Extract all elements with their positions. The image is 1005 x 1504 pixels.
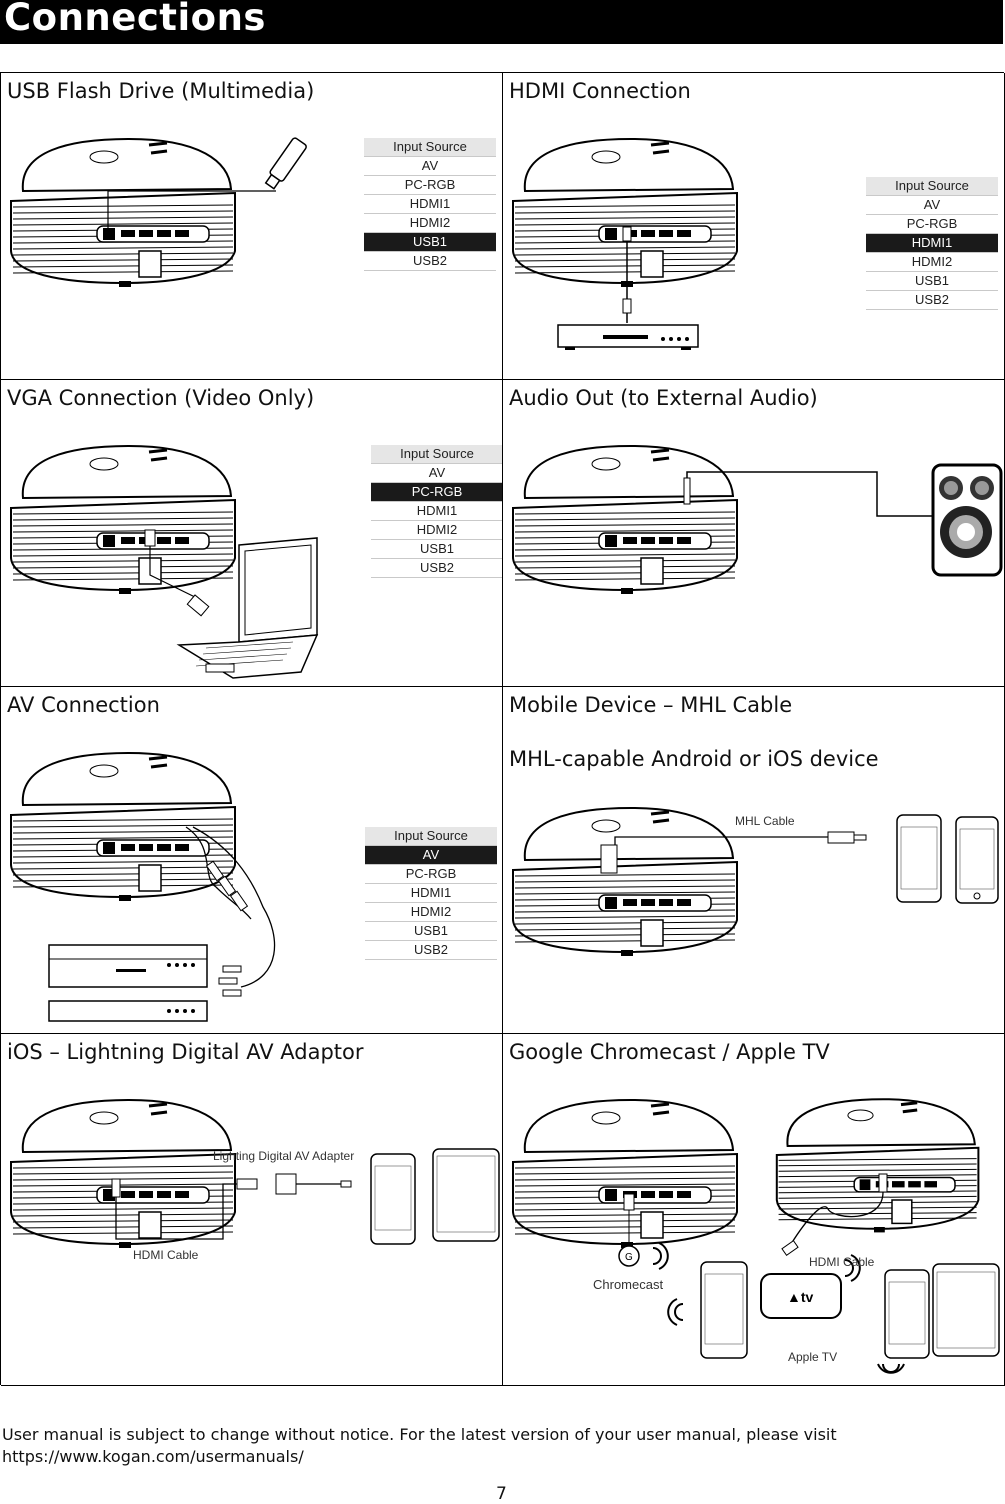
input-source-option: HDMI1 — [371, 502, 502, 521]
chromecast-appletv-panel: Google Chromecast / Apple TV G ▲tv — [503, 1034, 1005, 1386]
audio-out-panel: Audio Out (to External Audio) — [503, 380, 1005, 687]
input-source-option: AV — [371, 464, 502, 483]
hdmi-panel-title: HDMI Connection — [509, 79, 691, 103]
input-source-option: HDMI2 — [866, 253, 998, 272]
input-source-option: USB1 — [365, 922, 497, 941]
input-source-header: Input Source — [364, 138, 496, 157]
input-source-option: AV — [364, 157, 496, 176]
projector-illustration — [512, 137, 738, 287]
input-source-option: HDMI1 — [364, 195, 496, 214]
input-source-option: USB1 — [364, 233, 496, 252]
footer-line-1: User manual is subject to change without… — [2, 1425, 837, 1444]
usb-panel-title: USB Flash Drive (Multimedia) — [7, 79, 315, 103]
projector-illustration — [10, 137, 236, 287]
mhl-cable-label: MHL Cable — [735, 814, 795, 828]
input-source-option: HDMI1 — [866, 234, 998, 253]
ios-hdmi-cable-label: HDMI Cable — [133, 1248, 199, 1262]
input-source-option: USB1 — [866, 272, 998, 291]
input-source-option: USB2 — [364, 252, 496, 271]
projector-illustration — [512, 444, 738, 594]
input-source-option: USB2 — [866, 291, 998, 310]
input-source-option: USB2 — [365, 941, 497, 960]
ios-adaptor-panel: iOS – Lightning Digital AV Adaptor Light… — [1, 1034, 503, 1386]
footer-url[interactable]: https://www.kogan.com/usermanuals/ — [2, 1447, 304, 1466]
svg-text:▲tv: ▲tv — [787, 1289, 814, 1305]
hdmi-diagram — [512, 137, 738, 350]
input-source-option: USB1 — [371, 540, 502, 559]
input-source-option: USB2 — [371, 559, 502, 578]
av-diagram — [10, 751, 276, 1022]
mhl-panel-title: Mobile Device – MHL Cable — [509, 693, 793, 717]
input-source-option: PC-RGB — [365, 865, 497, 884]
projector-illustration — [10, 751, 236, 901]
projector-illustration — [10, 444, 236, 594]
page-header: Connections — [0, 0, 1003, 44]
projector-illustration — [10, 1098, 236, 1248]
input-source-option: HDMI2 — [365, 903, 497, 922]
svg-text:G: G — [625, 1252, 633, 1263]
input-source-option: AV — [866, 196, 998, 215]
projector-illustration — [512, 1098, 738, 1248]
input-source-option: AV — [365, 846, 497, 865]
audio-diagram — [512, 444, 1003, 594]
vga-connection-panel: VGA Connection (Video Only) Input Source… — [1, 380, 503, 687]
ios-panel-title: iOS – Lightning Digital AV Adaptor — [7, 1040, 364, 1064]
appletv-label: Apple TV — [788, 1350, 838, 1364]
footer-notice: User manual is subject to change without… — [2, 1424, 837, 1468]
vga-diagram — [10, 444, 319, 679]
input-source-option: PC-RGB — [364, 176, 496, 195]
projector-illustration — [775, 1098, 980, 1233]
input-source-option: PC-RGB — [866, 215, 998, 234]
chromecast-label: Chromecast — [593, 1277, 664, 1292]
input-source-option: HDMI2 — [371, 521, 502, 540]
page-title: Connections — [4, 0, 266, 39]
input-source-header: Input Source — [371, 445, 502, 464]
mhl-panel-subtitle: MHL-capable Android or iOS device — [509, 747, 879, 771]
mhl-connection-panel: Mobile Device – MHL Cable MHL-capable An… — [503, 687, 1005, 1034]
usb-diagram — [10, 137, 307, 287]
chromecast-panel-title: Google Chromecast / Apple TV — [509, 1040, 830, 1064]
vga-panel-title: VGA Connection (Video Only) — [7, 386, 315, 410]
lightning-adapter-label: Lighting Digital AV Adapter — [213, 1149, 355, 1163]
audio-panel-title: Audio Out (to External Audio) — [509, 386, 818, 410]
input-source-option: PC-RGB — [371, 483, 502, 502]
mhl-diagram — [512, 806, 999, 956]
input-source-option: HDMI2 — [364, 214, 496, 233]
input-source-header: Input Source — [365, 827, 497, 846]
input-source-option: HDMI1 — [365, 884, 497, 903]
appletv-hdmi-cable-label: HDMI Cable — [809, 1255, 875, 1269]
usb-connection-panel: USB Flash Drive (Multimedia) Input Sourc… — [1, 73, 503, 380]
projector-illustration — [512, 806, 738, 956]
chromecast-diagram: G ▲tv — [512, 1098, 1000, 1374]
av-panel-title: AV Connection — [7, 693, 160, 717]
input-source-header: Input Source — [866, 177, 998, 196]
ios-diagram — [10, 1098, 500, 1248]
page-number: 7 — [496, 1484, 507, 1504]
connections-grid: USB Flash Drive (Multimedia) Input Sourc… — [0, 72, 1005, 1386]
